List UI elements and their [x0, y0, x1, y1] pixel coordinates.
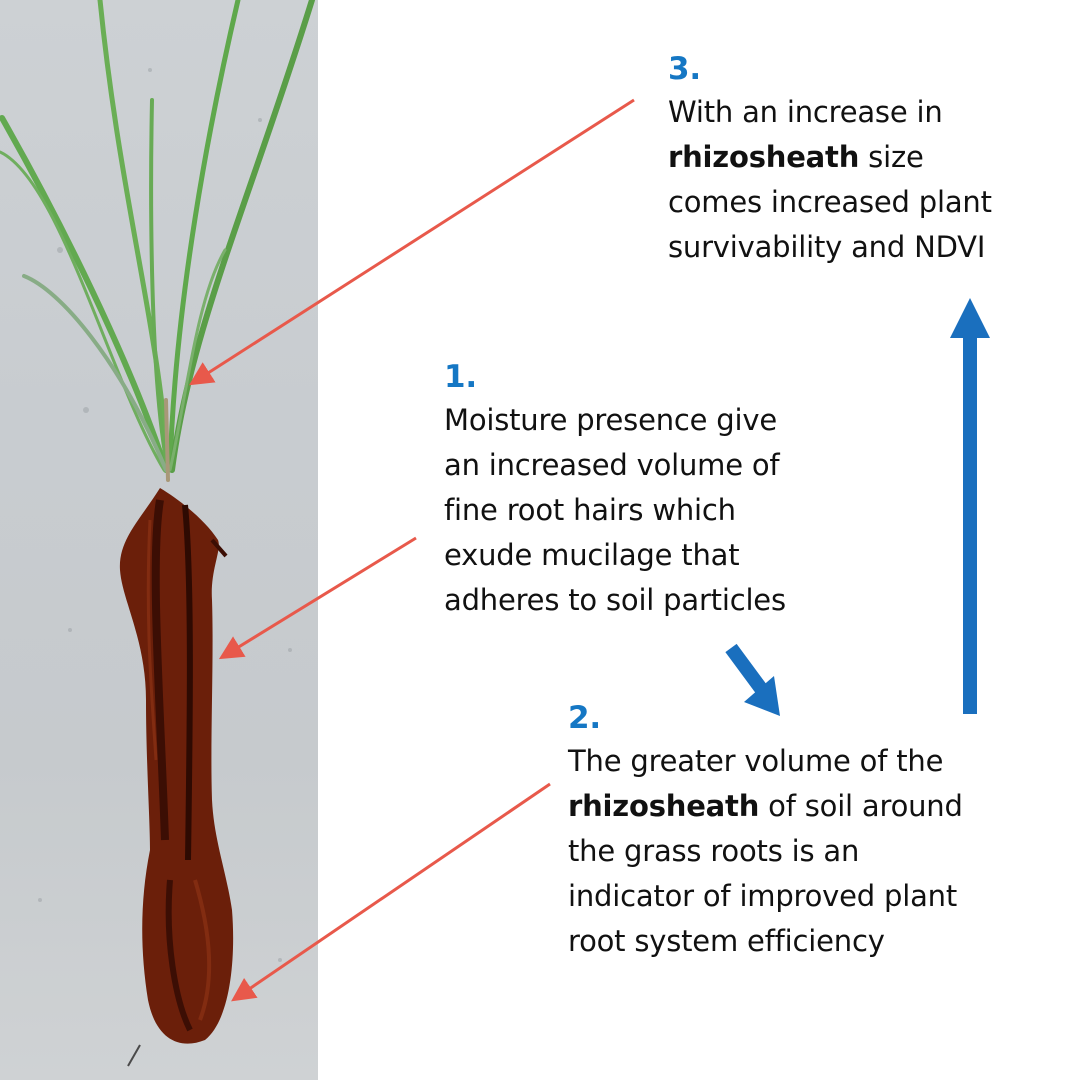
step-line: survivability and NDVI: [668, 230, 986, 264]
pointer-arrow-root-hairs-icon: [218, 536, 417, 660]
keyword-rhizosheath: rhizosheath: [668, 140, 860, 174]
step-line: comes increased plant: [668, 185, 992, 219]
step-line: exude mucilage that: [444, 538, 740, 572]
rhizosheath-roots: [119, 488, 234, 1067]
step-number: 3.: [668, 51, 701, 87]
keyword-rhizosheath: rhizosheath: [568, 789, 760, 823]
step-line: fine root hairs which: [444, 493, 736, 527]
grass-root-photo: [0, 0, 318, 1080]
step-3-text-block: 3. With an increase in rhizosheath size …: [668, 48, 992, 270]
step-line: With an increase in: [668, 95, 943, 129]
grass-leaves: [0, 0, 315, 482]
step-line: The greater volume of the: [568, 744, 944, 778]
step-2-text-block: 2. The greater volume of the rhizosheath…: [568, 697, 963, 964]
flow-arrow-down-right-icon: [725, 643, 780, 716]
step-line: adheres to soil particles: [444, 583, 786, 617]
step-line: indicator of improved plant: [568, 879, 958, 913]
step-line-rest: size: [859, 140, 924, 174]
pointer-arrow-stem-icon: [188, 98, 635, 386]
step-line: rhizosheath of soil around: [568, 784, 963, 829]
step-line: the grass roots is an: [568, 834, 860, 868]
step-line-rest: of soil around: [759, 789, 963, 823]
step-number: 1.: [444, 359, 477, 395]
background-specks: [38, 68, 292, 962]
step-number: 2.: [568, 700, 601, 736]
flow-arrow-up-icon: [950, 298, 990, 714]
step-line: Moisture presence give: [444, 403, 777, 437]
pointer-arrow-rhizosheath-icon: [231, 782, 551, 1002]
step-line: an increased volume of: [444, 448, 780, 482]
step-line: root system efficiency: [568, 924, 885, 958]
step-1-text-block: 1. Moisture presence give an increased v…: [444, 356, 786, 623]
step-line: rhizosheath size: [668, 135, 992, 180]
plant-illustration: [0, 0, 315, 1067]
